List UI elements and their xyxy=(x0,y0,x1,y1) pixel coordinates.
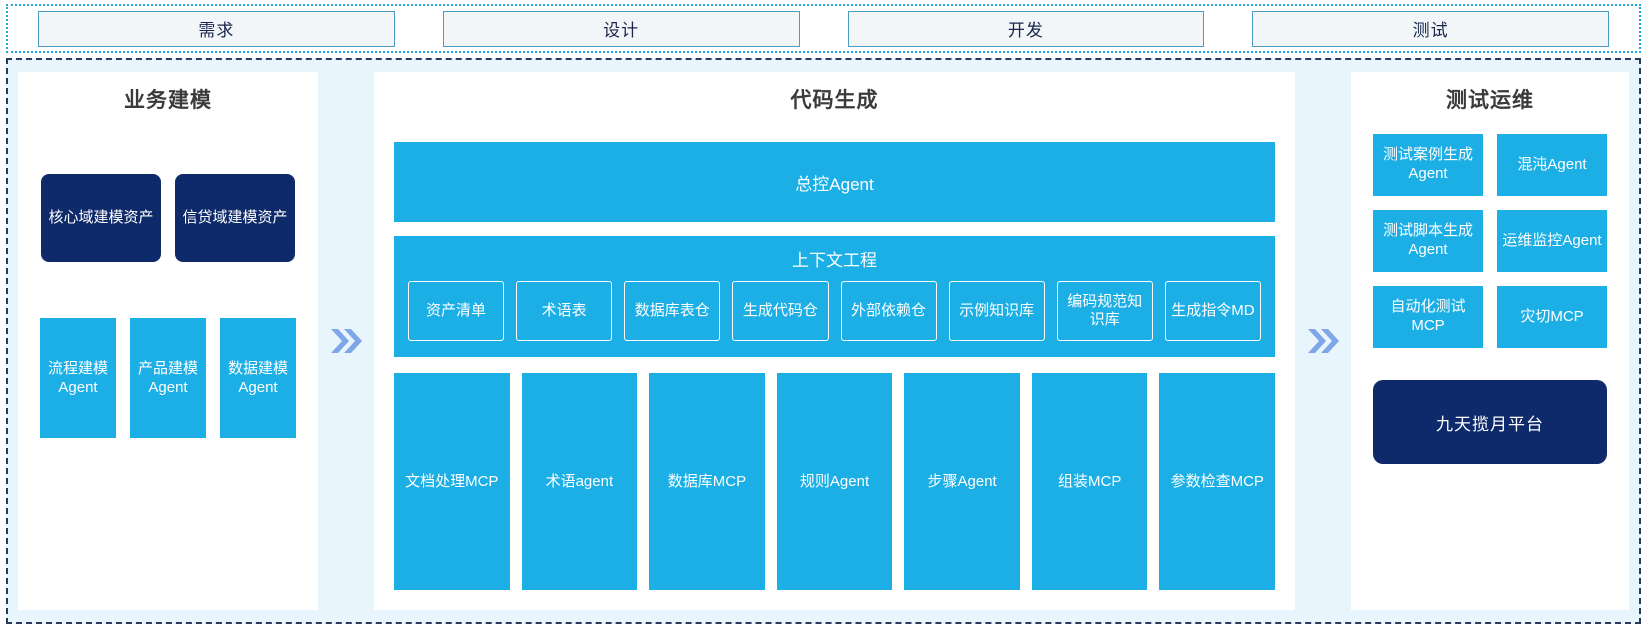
tool-label: 规则Agent xyxy=(799,472,870,490)
tool-box-assembly-mcp[interactable]: 组装MCP xyxy=(1031,373,1148,590)
context-box-coding-standard-knowledge-base[interactable]: 编码规范知识库 xyxy=(1056,281,1153,341)
context-label: 生成指令MD xyxy=(1171,302,1255,320)
phase-box-design[interactable]: 设计 xyxy=(442,10,800,47)
ops-label: 测试脚本生成Agent xyxy=(1382,222,1473,258)
master-agent-label: 总控Agent xyxy=(795,174,874,194)
context-engineering-grid: 资产清单 术语表 数据库表仓 生成代码仓 外部依赖仓 xyxy=(408,281,1261,341)
context-box-db-table-repo[interactable]: 数据库表仓 xyxy=(624,281,721,341)
test-ops-body: 测试案例生成Agent 混沌Agent 测试脚本生成Agent 运维监控Agen… xyxy=(1365,120,1615,594)
asset-label: 核心域建模资产 xyxy=(48,209,154,227)
phase-label: 测试 xyxy=(1412,21,1449,40)
ops-label: 混沌Agent xyxy=(1517,155,1587,173)
double-chevron-right-icon xyxy=(331,329,362,353)
context-label: 外部依赖仓 xyxy=(851,302,927,320)
context-label: 资产清单 xyxy=(426,302,487,320)
phase-box-development[interactable]: 开发 xyxy=(847,10,1205,47)
ops-label: 测试案例生成Agent xyxy=(1382,146,1473,182)
tool-label: 步骤Agent xyxy=(927,472,997,490)
context-box-asset-inventory[interactable]: 资产清单 xyxy=(408,281,505,341)
asset-box-credit-domain[interactable]: 信贷域建模资产 xyxy=(175,174,295,262)
tool-label: 文档处理MCP xyxy=(405,472,499,490)
agent-box-data-modeling[interactable]: 数据建模Agent xyxy=(220,318,296,438)
tool-box-database-mcp[interactable]: 数据库MCP xyxy=(649,373,765,590)
tool-box-glossary-agent[interactable]: 术语agent xyxy=(521,373,638,590)
context-label: 术语表 xyxy=(541,302,587,320)
business-modeling-body: 核心域建模资产 信贷域建模资产 流程建模Agent 产品建模Agent 数据建模… xyxy=(32,120,304,594)
ops-box-chaos-agent[interactable]: 混沌Agent xyxy=(1497,134,1607,196)
agent-label: 产品建模Agent xyxy=(137,359,198,397)
platform-box-jiutian-lanyue[interactable]: 九天揽月平台 xyxy=(1373,380,1607,464)
context-box-glossary[interactable]: 术语表 xyxy=(516,281,613,341)
phase-label: 开发 xyxy=(1007,21,1044,40)
arrow-left-to-center xyxy=(318,72,374,610)
context-label: 数据库表仓 xyxy=(634,302,710,320)
ops-label: 灾切MCP xyxy=(1520,307,1584,325)
asset-box-core-domain[interactable]: 核心域建模资产 xyxy=(41,174,161,262)
agent-box-product-modeling[interactable]: 产品建模Agent xyxy=(130,318,206,438)
context-box-example-knowledge-base[interactable]: 示例知识库 xyxy=(948,281,1045,341)
agent-label: 流程建模Agent xyxy=(47,359,108,397)
phase-box-testing[interactable]: 测试 xyxy=(1252,10,1609,47)
stage-container: 业务建模 核心域建模资产 信贷域建模资产 流程建模Agent 产品建模Agen xyxy=(6,58,1641,624)
asset-label: 信贷域建模资产 xyxy=(182,209,288,227)
context-engineering-band: 上下文工程 资产清单 术语表 数据库表仓 生成代码仓 xyxy=(394,236,1275,357)
context-box-external-dependency-repo[interactable]: 外部依赖仓 xyxy=(840,281,937,341)
panel-business-modeling: 业务建模 核心域建模资产 信贷域建模资产 流程建模Agent 产品建模Agen xyxy=(18,72,318,610)
ops-box-test-script-generation-agent[interactable]: 测试脚本生成Agent xyxy=(1373,210,1483,272)
panel-title-test-ops: 测试运维 xyxy=(1446,89,1534,112)
ops-box-ops-monitoring-agent[interactable]: 运维监控Agent xyxy=(1497,210,1607,272)
ops-box-automated-test-mcp[interactable]: 自动化测试MCP xyxy=(1373,286,1483,348)
context-label: 编码规范知识库 xyxy=(1067,293,1143,328)
master-agent-band[interactable]: 总控Agent xyxy=(394,142,1275,222)
tool-label: 参数检查MCP xyxy=(1170,472,1264,490)
phase-strip: 需求 设计 开发 测试 xyxy=(6,4,1641,53)
ops-label: 自动化测试MCP xyxy=(1390,298,1466,334)
agent-box-process-modeling[interactable]: 流程建模Agent xyxy=(40,318,116,438)
business-agent-row: 流程建模Agent 产品建模Agent 数据建模Agent xyxy=(32,318,304,438)
tool-box-step-agent[interactable]: 步骤Agent xyxy=(904,373,1020,590)
double-chevron-right-icon xyxy=(1308,329,1339,353)
tool-grid: 文档处理MCP 术语agent 数据库MCP 规则Agent 步骤Agent xyxy=(394,373,1276,594)
panel-test-ops: 测试运维 测试案例生成Agent 混沌Agent 测试脚本生成Agent 运维监… xyxy=(1351,72,1629,610)
phase-label: 需求 xyxy=(198,21,235,40)
tool-label: 组装MCP xyxy=(1058,472,1122,490)
phase-label: 设计 xyxy=(603,21,640,40)
arrow-center-to-right xyxy=(1295,72,1351,610)
tool-label: 术语agent xyxy=(545,472,614,490)
context-engineering-title: 上下文工程 xyxy=(792,251,877,270)
tool-box-parameter-check-mcp[interactable]: 参数检查MCP xyxy=(1159,373,1276,590)
business-asset-row: 核心域建模资产 信贷域建模资产 xyxy=(32,174,304,262)
ops-box-test-case-generation-agent[interactable]: 测试案例生成Agent xyxy=(1373,134,1483,196)
panel-title-code-generation: 代码生成 xyxy=(790,89,879,112)
context-label: 生成代码仓 xyxy=(742,302,818,320)
panel-title-business-modeling: 业务建模 xyxy=(124,89,212,112)
context-box-generated-code-repo[interactable]: 生成代码仓 xyxy=(732,281,829,341)
context-box-generation-instruction-md[interactable]: 生成指令MD xyxy=(1164,281,1261,341)
tool-box-document-processing-mcp[interactable]: 文档处理MCP xyxy=(394,373,510,590)
agent-label: 数据建模Agent xyxy=(227,359,288,397)
panel-code-generation: 代码生成 总控Agent 上下文工程 资产清单 术语表 xyxy=(374,72,1295,610)
phase-box-requirements[interactable]: 需求 xyxy=(38,10,395,47)
ops-label: 运维监控Agent xyxy=(1502,231,1602,249)
tool-label: 数据库MCP xyxy=(667,472,747,490)
context-label: 示例知识库 xyxy=(959,302,1035,320)
code-generation-body: 总控Agent 上下文工程 资产清单 术语表 数据库表仓 xyxy=(388,120,1281,594)
platform-label: 九天揽月平台 xyxy=(1436,414,1544,434)
test-ops-grid: 测试案例生成Agent 混沌Agent 测试脚本生成Agent 运维监控Agen… xyxy=(1373,134,1607,348)
tool-box-rule-agent[interactable]: 规则Agent xyxy=(776,373,893,590)
ops-box-disaster-switch-mcp[interactable]: 灾切MCP xyxy=(1497,286,1607,348)
